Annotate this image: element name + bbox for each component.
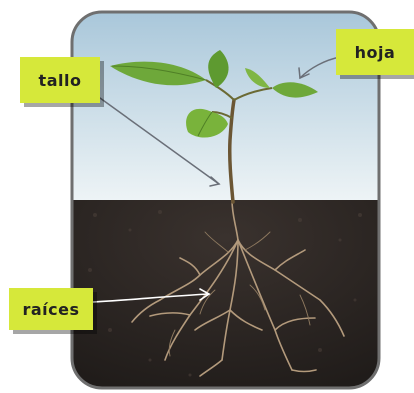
label-raices-text: raíces <box>22 300 79 319</box>
label-tallo: tallo <box>20 57 100 103</box>
label-hoja: hoja <box>336 29 414 75</box>
label-tallo-text: tallo <box>39 71 82 90</box>
label-hoja-text: hoja <box>355 43 396 62</box>
soil-background <box>72 200 379 390</box>
label-raices: raíces <box>9 288 93 330</box>
photo-frame <box>72 12 379 390</box>
sky-background <box>72 12 379 202</box>
